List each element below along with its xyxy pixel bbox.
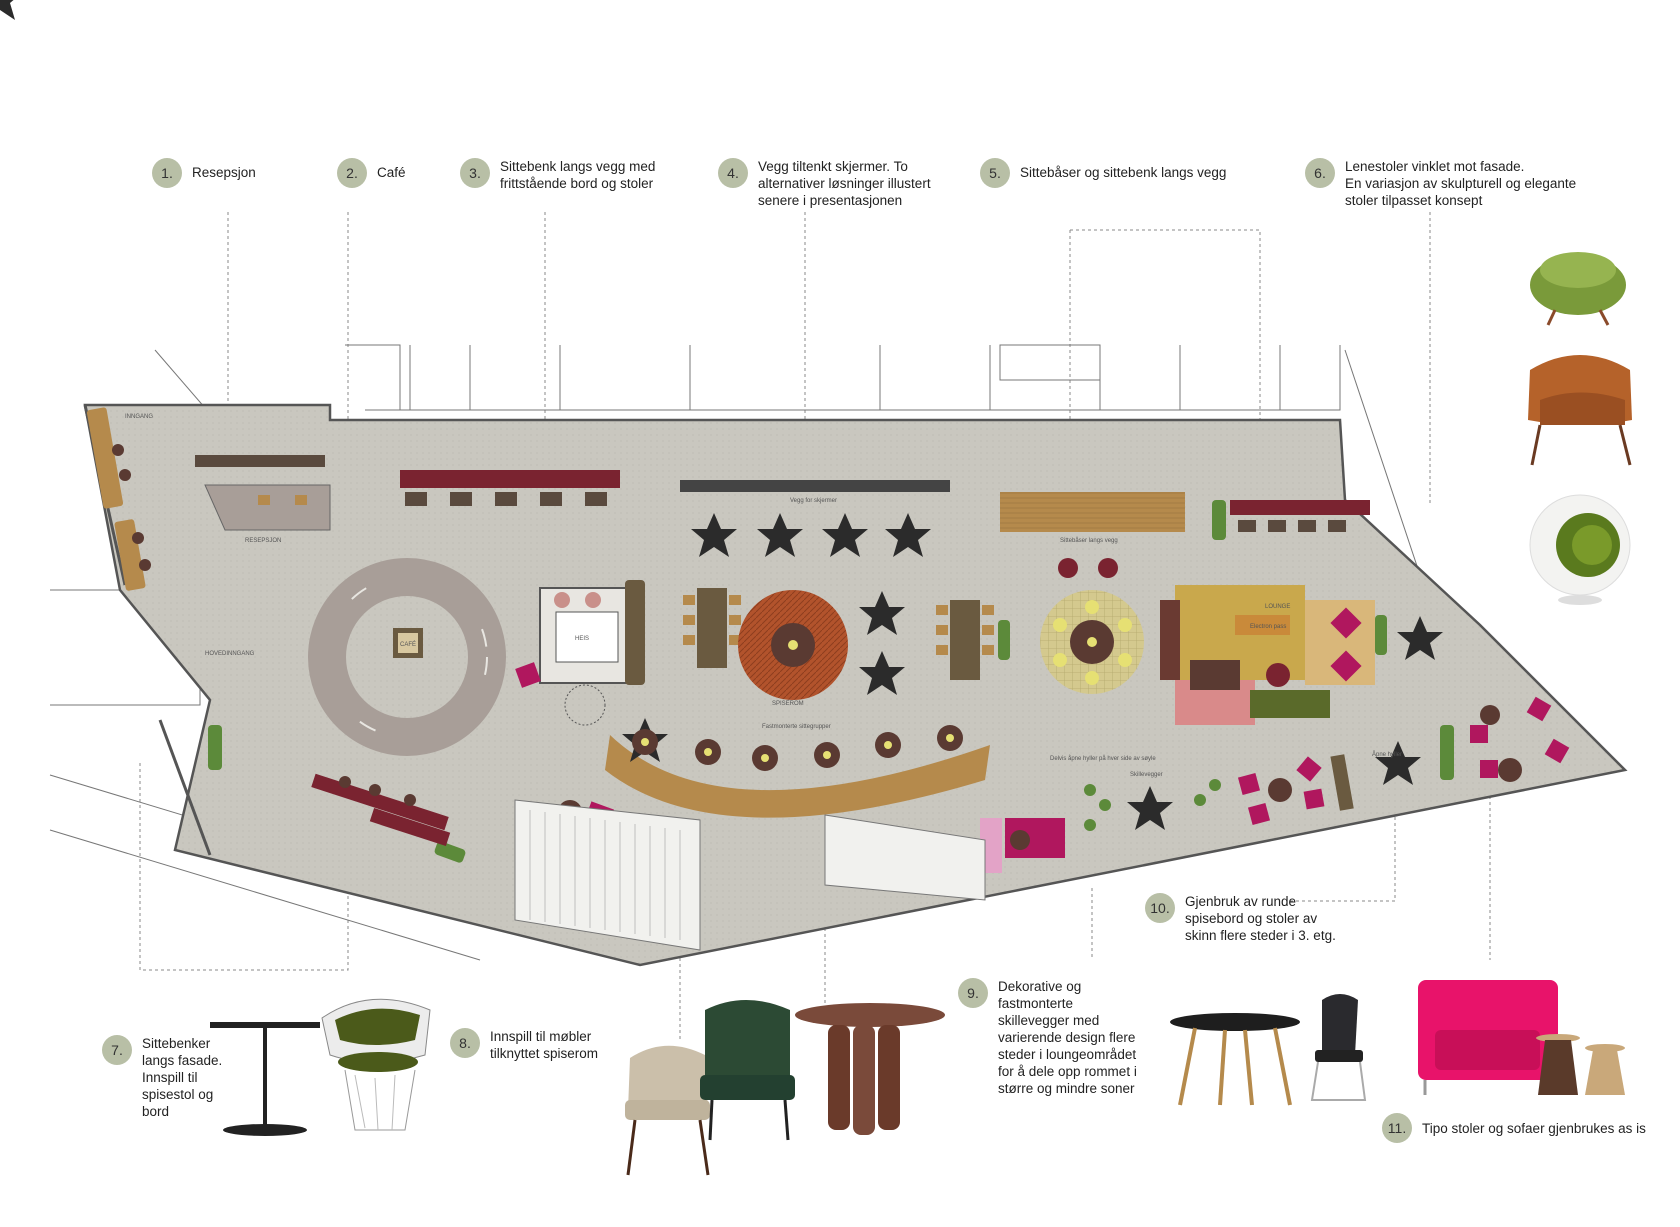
callout-number: 7. — [102, 1035, 132, 1065]
beige-dining-chair-image — [625, 1045, 710, 1176]
callout-number: 9. — [958, 978, 988, 1008]
round-wood-table-image — [795, 1003, 945, 1135]
callout-number: 10. — [1145, 893, 1175, 923]
callout-text: Lenestoler vinklet mot fasade. En varias… — [1345, 159, 1577, 208]
label-fastmonterte: Fastmonterte sittegrupper — [762, 724, 831, 730]
stairs — [514, 799, 986, 951]
callout-text: Sittebenk langs vegg med frittstående bo… — [500, 159, 656, 191]
callout-number: 3. — [460, 158, 490, 188]
label-sittebaser: Sittebåser langs vegg — [1060, 537, 1118, 544]
callout-text: Café — [377, 165, 406, 180]
label-inngang: INNGANG — [125, 414, 153, 420]
callout-text: Resepsjon — [192, 165, 256, 180]
bistro-table-image — [210, 1022, 320, 1136]
callout-5: 5. Sittebåser og sittebenk langs vegg — [980, 158, 1226, 188]
callout-8: 8. Innspill til møbler tilknyttet spiser… — [450, 1028, 598, 1062]
callout-text: Innspill til møbler tilknyttet spiserom — [490, 1029, 599, 1061]
floor-area — [83, 403, 1628, 967]
label-skillevegger: Skillevegger — [1130, 772, 1163, 778]
label-vegg-skjermer: Vegg for skjermer — [790, 498, 837, 504]
callout-1: 1. Resepsjon — [152, 158, 256, 188]
label-hovedinngang: HOVEDINNGANG — [205, 651, 255, 657]
callout-text: Vegg tiltenkt skjermer. To alternativer … — [758, 159, 931, 208]
pink-tipo-chair-image — [1418, 980, 1558, 1095]
label-apne-hyller: Åpne hyller — [1372, 751, 1402, 758]
callout-11: 11. Tipo stoler og sofaer gjenbrukes as … — [1382, 1113, 1646, 1143]
callout-4: 4. Vegg tiltenkt skjermer. To alternativ… — [718, 158, 931, 209]
callout-2: 2. Café — [337, 158, 406, 188]
round-black-table-image — [1170, 1013, 1300, 1106]
callout-text: Sittebenker langs fasade. Innspill til s… — [142, 1036, 223, 1119]
callout-number: 8. — [450, 1028, 480, 1058]
green-moss-chair-image — [1530, 252, 1626, 326]
callout-text: Dekorative og fastmonterte skillevegger … — [998, 979, 1137, 1096]
callout-9: 9. Dekorative og fastmonterte skillevegg… — [958, 978, 1137, 1097]
fixed-seating-groups — [605, 718, 990, 818]
lounge-area — [1160, 585, 1375, 725]
label-delvis-apne: Delvis åpne hyller på hver side av søyle — [1050, 755, 1156, 762]
callout-7: 7. Sittebenker langs fasade. Innspill ti… — [102, 1035, 222, 1120]
callout-text: Gjenbruk av runde spisebord og stoler av… — [1185, 894, 1336, 943]
cognac-lounge-chair-image — [1528, 355, 1632, 466]
label-spiserom: SPISEROM — [772, 701, 804, 707]
callout-6: 6. Lenestoler vinklet mot fasade. En var… — [1305, 158, 1576, 209]
callout-number: 4. — [718, 158, 748, 188]
callout-number: 5. — [980, 158, 1010, 188]
label-electron: Electron pass — [1250, 624, 1286, 630]
callout-number: 1. — [152, 158, 182, 188]
ball-chair-image — [1529, 494, 1631, 605]
callout-number: 11. — [1382, 1113, 1412, 1143]
label-resepsjon: RESEPSJON — [245, 538, 281, 544]
green-dining-chair-image — [700, 1000, 795, 1141]
black-leather-chair-image — [1310, 994, 1367, 1101]
callout-number: 6. — [1305, 158, 1335, 188]
callout-text: Sittebåser og sittebenk langs vegg — [1020, 165, 1227, 180]
wire-chair-image — [321, 998, 431, 1131]
callout-text: Tipo stoler og sofaer gjenbrukes as is — [1422, 1121, 1646, 1136]
label-lounge: LOUNGE — [1265, 604, 1290, 610]
callout-3: 3. Sittebenk langs vegg med frittstående… — [460, 158, 655, 192]
callout-number: 2. — [337, 158, 367, 188]
callout-10: 10. Gjenbruk av runde spisebord og stole… — [1145, 893, 1336, 944]
star-tables — [0, 0, 1443, 830]
label-heis: HEIS — [575, 636, 589, 642]
label-cafe: CAFÉ — [400, 641, 416, 648]
side-tables-image — [1536, 1034, 1625, 1095]
